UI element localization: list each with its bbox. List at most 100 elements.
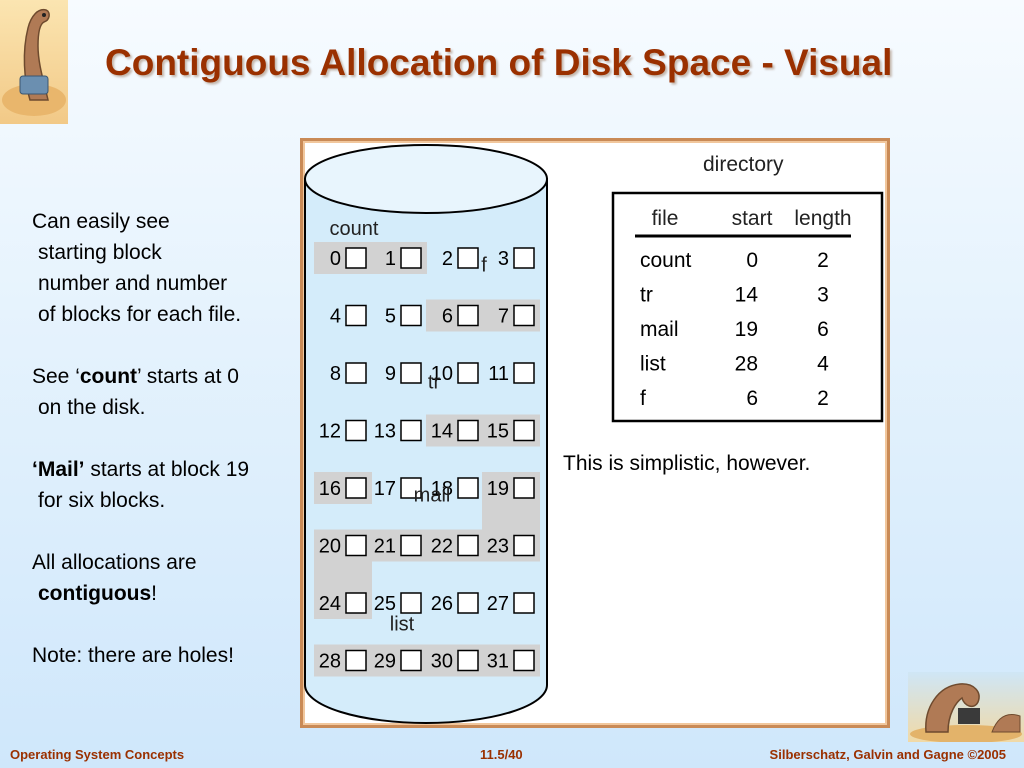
dinosaur-logo-top (0, 0, 68, 124)
block-number: 29 (374, 651, 396, 673)
text-line: See ‘count’ starts at 0 (32, 361, 302, 392)
simplistic-note: This is simplistic, however. (563, 452, 810, 475)
block-number: 9 (385, 363, 396, 385)
file-label-list: list (390, 614, 415, 636)
block-number: 30 (431, 651, 453, 673)
block-box (345, 477, 367, 499)
slide-title: Contiguous Allocation of Disk Space - Vi… (105, 42, 893, 83)
block-number: 4 (330, 306, 341, 328)
directory-cell-length: 2 (817, 249, 829, 272)
text-line: on the disk. (38, 396, 146, 419)
block-box (457, 362, 479, 384)
directory-cell-start: 6 (746, 387, 758, 410)
block-number: 8 (330, 363, 341, 385)
directory-cell-length: 6 (817, 318, 829, 341)
block-box (345, 534, 367, 557)
block-box (457, 534, 479, 557)
text-line: of blocks for each file. (38, 303, 242, 326)
block-number: 2 (442, 248, 453, 270)
block-number: 6 (442, 306, 453, 328)
block-box (400, 649, 422, 672)
text-fragment: ! (151, 582, 157, 605)
block-box (513, 477, 535, 499)
block-box (400, 534, 422, 557)
directory-header: file (652, 207, 679, 230)
directory-cell-file: mail (640, 318, 679, 341)
directory-cell-start: 28 (735, 353, 758, 376)
block-box (457, 477, 479, 499)
block-box (513, 304, 535, 327)
block-number: 3 (498, 248, 509, 270)
directory-header: length (794, 207, 851, 230)
directory-cell-length: 2 (817, 387, 829, 410)
block-box (457, 649, 479, 672)
allocation-connector (314, 560, 372, 589)
left-explanation-text: Can easily see starting block number and… (32, 206, 302, 671)
text-line: starting block (38, 241, 162, 264)
footer-page-number: 11.5/40 (480, 747, 523, 762)
block-box (513, 419, 535, 442)
directory-cell-start: 14 (735, 284, 759, 307)
block-number: 28 (319, 651, 341, 673)
block-box (345, 649, 367, 672)
block-number: 15 (487, 421, 509, 443)
block-box (457, 419, 479, 442)
block-box (457, 247, 479, 269)
block-box (400, 247, 422, 269)
block-number: 20 (319, 536, 341, 558)
block-number: 25 (374, 593, 396, 615)
directory-table-box (611, 191, 884, 423)
directory-cell-file: tr (640, 284, 653, 307)
file-label-tr: tr (428, 372, 441, 394)
disk-cylinder-top (304, 144, 548, 214)
directory-cell-file: list (640, 353, 666, 376)
directory-cell-start: 19 (735, 318, 758, 341)
block-number: 24 (319, 593, 341, 615)
directory-cell-file: f (640, 387, 646, 410)
directory-label: directory (703, 153, 784, 176)
block-number: 14 (431, 421, 453, 443)
block-box (400, 419, 422, 442)
block-box (400, 477, 422, 499)
block-box (345, 592, 367, 614)
block-box (400, 592, 422, 614)
block-box (345, 247, 367, 269)
text-line: number and number (38, 272, 228, 295)
block-number: 10 (431, 363, 453, 385)
block-box (513, 534, 535, 557)
block-number: 5 (385, 306, 396, 328)
directory-cell-length: 3 (817, 284, 829, 307)
block-number: 18 (431, 478, 453, 500)
bold-term-contiguous: contiguous (38, 582, 152, 605)
dinosaur-logo-bottom (908, 672, 1024, 743)
block-number: 22 (431, 536, 453, 558)
block-number: 16 (319, 478, 341, 500)
block-box (457, 592, 479, 614)
directory-cell-start: 0 (746, 249, 758, 272)
block-number: 26 (431, 593, 453, 615)
block-box (345, 304, 367, 327)
directory-cell-length: 4 (817, 353, 829, 376)
file-label-mail: mail (414, 485, 451, 507)
file-label-f: f (481, 255, 487, 277)
block-box (513, 362, 535, 384)
block-number: 0 (330, 248, 341, 270)
block-box (513, 247, 535, 269)
block-number: 23 (487, 536, 509, 558)
allocation-connector (482, 503, 540, 532)
footer-course-title: Operating System Concepts (10, 747, 185, 762)
footer-copyright: Silberschatz, Galvin and Gagne ©2005 (769, 747, 1006, 762)
block-box (400, 362, 422, 384)
block-number: 13 (374, 421, 396, 443)
text-line: for six blocks. (38, 489, 166, 512)
block-number: 19 (487, 478, 509, 500)
block-box (345, 419, 367, 442)
text-fragment: ’ starts at 0 (137, 365, 239, 388)
text-line: All allocations are (32, 551, 197, 574)
text-fragment: starts at block 19 (84, 458, 250, 481)
